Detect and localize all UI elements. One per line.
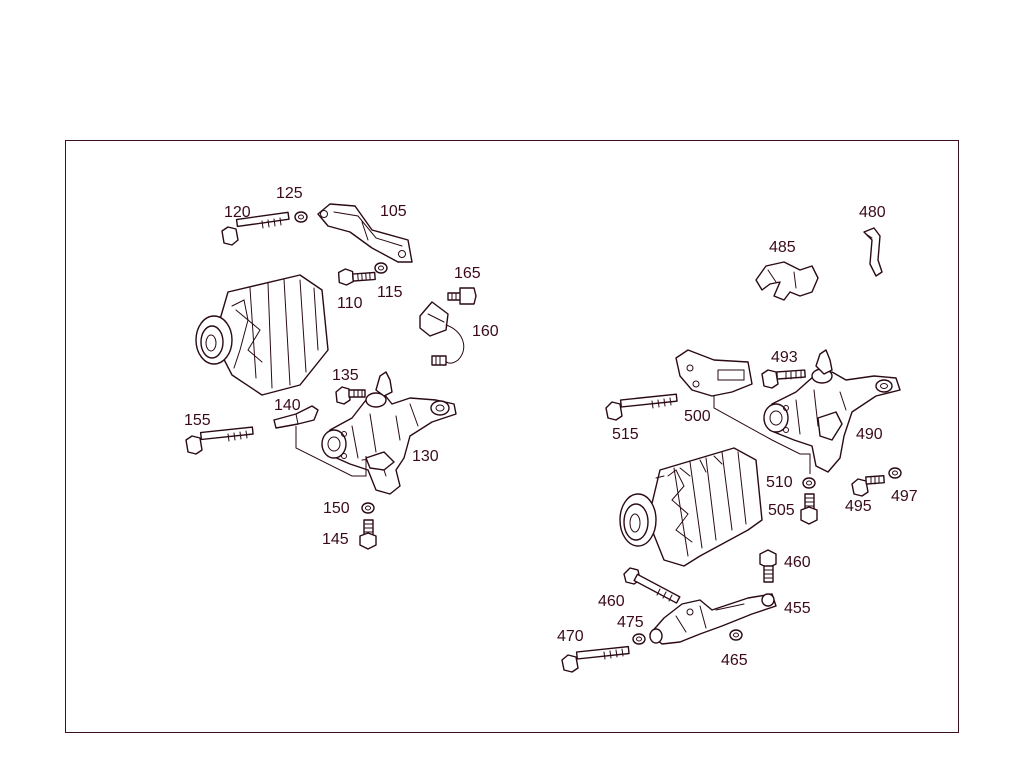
bolt-120-icon bbox=[221, 211, 290, 246]
callout-505: 505 bbox=[768, 502, 795, 519]
bracket-105-icon bbox=[317, 203, 413, 263]
bolt-505-icon bbox=[800, 493, 818, 525]
bolt-460-left-icon bbox=[623, 567, 681, 604]
callout-475: 475 bbox=[617, 614, 644, 631]
right-assembly bbox=[561, 227, 902, 673]
diagram-frame bbox=[65, 140, 959, 733]
callout-510: 510 bbox=[766, 474, 793, 491]
bolt-495-icon bbox=[851, 475, 885, 497]
bracket-500-icon bbox=[675, 349, 753, 397]
leader-line-140 bbox=[295, 426, 367, 477]
washer-497-icon bbox=[888, 467, 902, 479]
callout-460-left: 460 bbox=[598, 593, 625, 610]
clip-480-icon bbox=[863, 227, 883, 277]
callout-130: 130 bbox=[412, 448, 439, 465]
screw-165-icon bbox=[447, 287, 477, 305]
callout-480: 480 bbox=[859, 204, 886, 221]
callout-455: 455 bbox=[784, 600, 811, 617]
alternator-left-icon bbox=[195, 274, 329, 396]
callout-465: 465 bbox=[721, 652, 748, 669]
bolt-145-icon bbox=[359, 519, 377, 550]
callout-485: 485 bbox=[769, 239, 796, 256]
bolt-470-icon bbox=[561, 645, 630, 673]
callout-515: 515 bbox=[612, 426, 639, 443]
callout-460-top: 460 bbox=[784, 554, 811, 571]
washer-115-icon bbox=[374, 262, 388, 274]
washer-125-icon bbox=[294, 211, 308, 223]
housing-130-icon bbox=[321, 371, 457, 495]
sensor-160-icon bbox=[419, 301, 465, 366]
callout-495: 495 bbox=[845, 498, 872, 515]
callout-500: 500 bbox=[684, 408, 711, 425]
callout-145: 145 bbox=[322, 531, 349, 548]
callout-493: 493 bbox=[771, 349, 798, 366]
callout-115: 115 bbox=[377, 284, 403, 301]
callout-470: 470 bbox=[557, 628, 584, 645]
callout-155: 155 bbox=[184, 412, 211, 429]
alternator-right-icon bbox=[619, 447, 763, 567]
bolt-493-icon bbox=[761, 369, 806, 389]
clip-140-icon bbox=[273, 405, 319, 429]
housing-490-icon bbox=[763, 349, 901, 473]
callout-labels: 120 125 105 110 115 165 160 135 140 155 … bbox=[184, 185, 918, 669]
washer-475-icon bbox=[632, 633, 646, 645]
callout-160: 160 bbox=[472, 323, 499, 340]
bolt-460-top-icon bbox=[759, 549, 777, 583]
callout-497: 497 bbox=[891, 488, 918, 505]
bolt-515-icon bbox=[605, 393, 678, 421]
washer-510-icon bbox=[802, 477, 816, 489]
washer-150-icon bbox=[361, 502, 375, 514]
bolt-110-icon bbox=[337, 266, 377, 287]
callout-110: 110 bbox=[337, 295, 363, 312]
callout-165: 165 bbox=[454, 265, 481, 282]
holder-485-icon bbox=[755, 261, 819, 301]
callout-150: 150 bbox=[323, 500, 350, 517]
callout-490: 490 bbox=[856, 426, 883, 443]
callout-105: 105 bbox=[380, 203, 407, 220]
bracket-455-icon bbox=[649, 593, 777, 645]
washer-465-icon bbox=[729, 629, 743, 641]
callout-140: 140 bbox=[274, 397, 301, 414]
callout-125: 125 bbox=[276, 185, 303, 202]
bolt-155-icon bbox=[185, 426, 254, 455]
leader-line-500 bbox=[713, 396, 811, 474]
left-assembly bbox=[185, 203, 477, 550]
callout-120: 120 bbox=[224, 204, 251, 221]
callout-135: 135 bbox=[332, 367, 359, 384]
bolt-135-icon bbox=[335, 386, 366, 405]
